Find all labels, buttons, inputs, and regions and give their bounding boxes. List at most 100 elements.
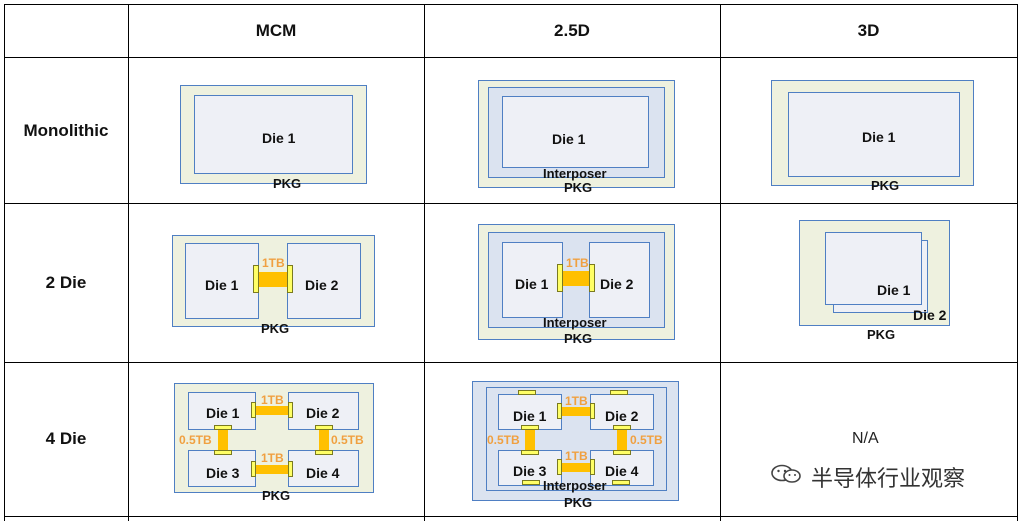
column-header-3d: 3D [857, 21, 880, 40]
row-label-4-die: 4 Die [45, 429, 87, 448]
bump-pad [612, 480, 630, 485]
die-to-die-link [617, 430, 627, 450]
25d-4die-die-1 [498, 394, 562, 430]
3d-2die-die-1 [825, 232, 922, 305]
die-label: Die 1 [513, 408, 547, 424]
bump-pad [521, 425, 539, 430]
bandwidth-label: 0.5TB [630, 433, 663, 447]
die-to-die-link [256, 465, 288, 474]
die-label: Die 4 [306, 465, 340, 481]
row-label-2-die: 2 Die [45, 273, 87, 292]
table-divider-col2 [424, 4, 425, 521]
die-to-die-link [256, 406, 288, 415]
interposer-label: Interposer [543, 315, 607, 330]
bump-pad [589, 264, 595, 292]
column-header-2-5d: 2.5D [554, 21, 590, 40]
die-to-die-link [562, 407, 590, 416]
die-to-die-link [525, 430, 535, 450]
bump-pad [288, 461, 293, 477]
bandwidth-label: 1TB [261, 393, 284, 407]
die-to-die-link [259, 272, 287, 287]
mcm-4die-die-1 [188, 392, 256, 430]
bump-pad [288, 402, 293, 418]
table-divider-header [4, 57, 1018, 58]
bump-pad [214, 450, 232, 455]
pkg-label: PKG [262, 488, 291, 503]
bump-pad [557, 264, 563, 292]
die-label: Die 4 [605, 463, 639, 479]
bump-pad [214, 425, 232, 430]
watermark-text: 半导体行业观察 [811, 466, 966, 491]
bump-pad [557, 403, 562, 419]
die-label: Die 2 [306, 405, 340, 421]
bump-pad [518, 390, 536, 395]
table-border-right [1017, 4, 1018, 521]
pkg-label: PKG [564, 495, 593, 510]
bandwidth-label: 1TB [566, 256, 589, 270]
pkg-label: PKG [261, 321, 290, 336]
interposer-label: Interposer [543, 166, 607, 181]
bump-pad [613, 425, 631, 430]
bump-pad [287, 265, 293, 293]
bump-pad [251, 402, 256, 418]
bump-pad [251, 461, 256, 477]
not-applicable-text: N/A [852, 430, 879, 447]
table-border-top [4, 4, 1018, 5]
die-label: Die 1 [877, 282, 911, 298]
pkg-label: PKG [273, 176, 302, 191]
pkg-label: PKG [564, 331, 593, 346]
mcm-mono-die-1 [194, 95, 353, 174]
table-border-left [4, 4, 5, 521]
die-to-die-link [562, 463, 590, 472]
die-to-die-link [319, 430, 329, 450]
bump-pad [315, 425, 333, 430]
25d-mono-die-1 [502, 96, 649, 168]
bandwidth-label: 1TB [565, 449, 588, 463]
table-divider-col3 [720, 4, 721, 521]
table-divider-col1 [128, 4, 129, 521]
3d-mono-die-1 [788, 92, 960, 177]
pkg-label: PKG [867, 327, 896, 342]
bump-pad [613, 450, 631, 455]
bandwidth-label: 1TB [565, 394, 588, 408]
mcm-2die-die-2 [287, 243, 361, 319]
die-label: Die 2 [605, 408, 639, 424]
bump-pad [590, 403, 595, 419]
bandwidth-label: 0.5TB [331, 433, 364, 447]
bump-pad [521, 450, 539, 455]
die-label: Die 1 [862, 129, 896, 145]
die-label: Die 1 [262, 130, 296, 146]
die-label: Die 3 [513, 463, 547, 479]
die-label: Die 2 [913, 307, 947, 323]
die-label: Die 1 [205, 277, 239, 293]
interposer-label: Interposer [543, 478, 607, 493]
table-divider-row2 [4, 362, 1018, 363]
bump-pad [253, 265, 259, 293]
bump-pad [557, 459, 562, 475]
bump-pad [522, 480, 540, 485]
die-label: Die 2 [305, 277, 339, 293]
die-label: Die 1 [552, 131, 586, 147]
mcm-2die-die-1 [185, 243, 259, 319]
bandwidth-label: 0.5TB [487, 433, 520, 447]
table-divider-row1 [4, 203, 1018, 204]
die-to-die-link [218, 430, 228, 450]
25d-2die-die-2 [589, 242, 650, 318]
bump-pad [590, 459, 595, 475]
bump-pad [610, 390, 628, 395]
pkg-label: PKG [564, 180, 593, 195]
die-label: Die 1 [206, 405, 240, 421]
die-to-die-link [563, 271, 589, 286]
wechat-icon [771, 464, 801, 483]
bump-pad [315, 450, 333, 455]
column-header-mcm: MCM [255, 21, 297, 40]
bandwidth-label: 0.5TB [179, 433, 212, 447]
die-label: Die 1 [515, 276, 549, 292]
pkg-label: PKG [871, 178, 900, 193]
bandwidth-label: 1TB [261, 451, 284, 465]
die-label: Die 2 [600, 276, 634, 292]
row-label-monolithic: Monolithic [23, 121, 109, 140]
table-border-bottom [4, 516, 1018, 517]
die-label: Die 3 [206, 465, 240, 481]
bandwidth-label: 1TB [262, 256, 285, 270]
